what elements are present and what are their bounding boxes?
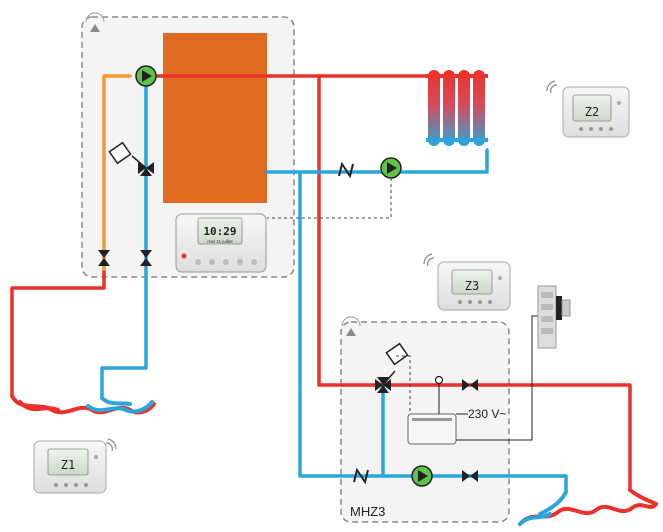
thermostat-z2-label: Z2 — [585, 105, 599, 119]
radiator — [426, 70, 488, 146]
floor-loop-left — [10, 394, 156, 415]
module-name-label: MHZ3 — [350, 504, 385, 519]
controller-time: 10:29 — [203, 225, 236, 238]
pipes — [10, 74, 632, 494]
cold-return-pipe — [265, 148, 489, 174]
power-line — [456, 315, 542, 441]
boiler-tank — [163, 33, 267, 203]
thermostat-z3 — [423, 253, 511, 311]
voltage-label: 230 V~ — [468, 407, 506, 421]
valve-mhz3-hot-icon — [462, 379, 478, 391]
mix-return-pipe — [102, 74, 132, 274]
thermostat-z3-label: Z3 — [465, 279, 479, 293]
thermostat-z1 — [33, 438, 117, 494]
check-valve-radiator-icon — [338, 161, 354, 179]
pump-radiator-icon — [380, 157, 402, 179]
valve-left-blue-icon — [140, 250, 152, 266]
mixing-valve-mhz3-icon — [375, 342, 409, 393]
controller-date: mar 11 juillet — [207, 239, 233, 244]
thermostat-z2 — [546, 80, 630, 138]
wall-socket-icon — [537, 285, 571, 349]
floor-left-cold-pipe — [100, 270, 148, 400]
cold-riser-pipe — [298, 170, 568, 494]
check-valve-mhz3-icon — [353, 467, 369, 485]
floor-loop-right — [518, 488, 658, 526]
control-wires — [267, 178, 411, 414]
pump-boiler-icon — [135, 65, 157, 87]
valve-left-orange-icon — [98, 250, 110, 266]
mhz3-sensor-icon — [434, 375, 444, 414]
mhz3-panel-wifi-icon — [341, 316, 361, 336]
boiler-panel-wifi-icon — [85, 12, 105, 32]
boiler-controller — [175, 213, 267, 273]
thermostat-z1-label: Z1 — [61, 458, 75, 472]
pump-mhz3-icon — [411, 465, 433, 487]
valve-mhz3-cold-icon — [462, 470, 478, 482]
mixing-valve-boiler-icon — [108, 141, 154, 176]
mhz3-controller-box — [407, 413, 457, 445]
floor-left-hot-pipe — [10, 270, 106, 398]
